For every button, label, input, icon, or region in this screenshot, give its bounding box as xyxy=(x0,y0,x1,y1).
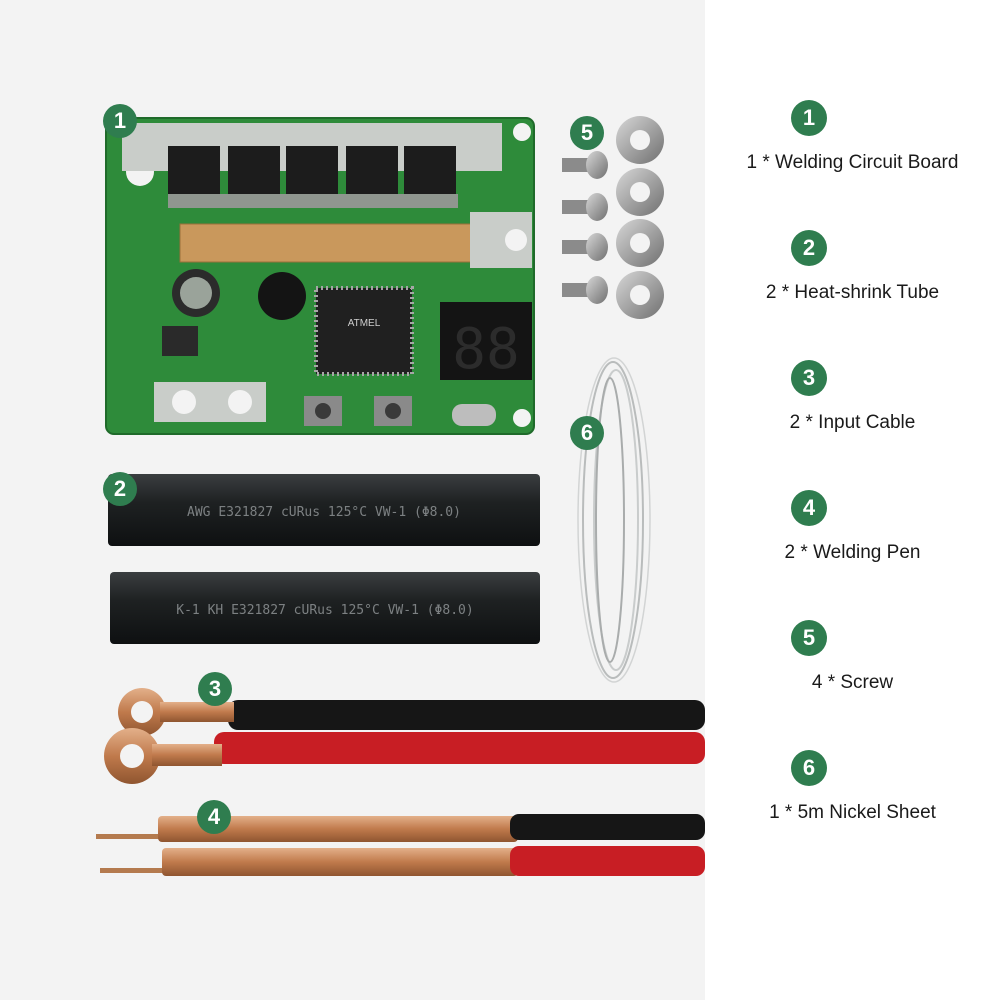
legend-number-badge: 2 xyxy=(791,230,827,266)
photo-badge-3: 3 xyxy=(198,672,232,706)
contents-legend: 1 1 * Welding Circuit Board 2 2 * Heat-s… xyxy=(705,0,1000,1000)
display-digits: 88 xyxy=(452,317,519,382)
legend-number-badge: 3 xyxy=(791,360,827,396)
legend-number-badge: 5 xyxy=(791,620,827,656)
tube-printing: K-1 KH E321827 cURus 125°C VW-1 (Φ8.0) xyxy=(176,603,473,618)
screws-and-nuts xyxy=(562,116,664,319)
legend-label: 4 * Screw xyxy=(811,672,894,693)
tube-printing: AWG E321827 cURus 125°C VW-1 (Φ8.0) xyxy=(187,505,461,520)
photo-badge-4: 4 xyxy=(197,800,231,834)
nickel-sheet-coil xyxy=(577,357,651,683)
hex-nut xyxy=(616,271,664,319)
input-cables xyxy=(104,688,705,784)
legend-label: 2 * Heat-shrink Tube xyxy=(765,282,940,303)
mosfet-row xyxy=(168,146,458,208)
legend-number-badge: 6 xyxy=(791,750,827,786)
heat-shrink-tube-bottom: K-1 KH E321827 cURus 125°C VW-1 (Φ8.0) xyxy=(110,572,540,644)
hex-nut xyxy=(616,168,664,216)
legend-number-badge: 4 xyxy=(791,490,827,526)
photo-badge-1: 1 xyxy=(103,104,137,138)
product-photo: ATMEL 88 xyxy=(0,0,705,1000)
legend-label: 2 * Welding Pen xyxy=(784,542,921,563)
hex-nut xyxy=(616,219,664,267)
heat-shrink-tube-top: AWG E321827 cURus 125°C VW-1 (Φ8.0) xyxy=(108,474,540,546)
screw xyxy=(562,151,608,179)
screw xyxy=(562,276,608,304)
legend-label: 1 * 5m Nickel Sheet xyxy=(769,802,936,823)
ring-terminal xyxy=(118,688,234,736)
product-photo-svg: ATMEL 88 xyxy=(96,116,705,876)
legend-label: 2 * Input Cable xyxy=(789,412,916,433)
photo-badge-2: 2 xyxy=(103,472,137,506)
photo-badge-5: 5 xyxy=(570,116,604,150)
legend-number-badge: 1 xyxy=(791,100,827,136)
screw xyxy=(562,193,608,221)
chip-marking: ATMEL xyxy=(348,318,381,329)
legend-label: 1 * Welding Circuit Board xyxy=(746,152,959,173)
seven-segment-display: 88 xyxy=(440,302,532,382)
welding-circuit-board: ATMEL 88 xyxy=(105,117,535,435)
welding-pens xyxy=(96,814,705,876)
photo-badge-6: 6 xyxy=(570,416,604,450)
ring-terminal xyxy=(104,728,222,784)
hex-nut xyxy=(616,116,664,164)
screw xyxy=(562,233,608,261)
microcontroller-chip: ATMEL xyxy=(314,286,414,376)
